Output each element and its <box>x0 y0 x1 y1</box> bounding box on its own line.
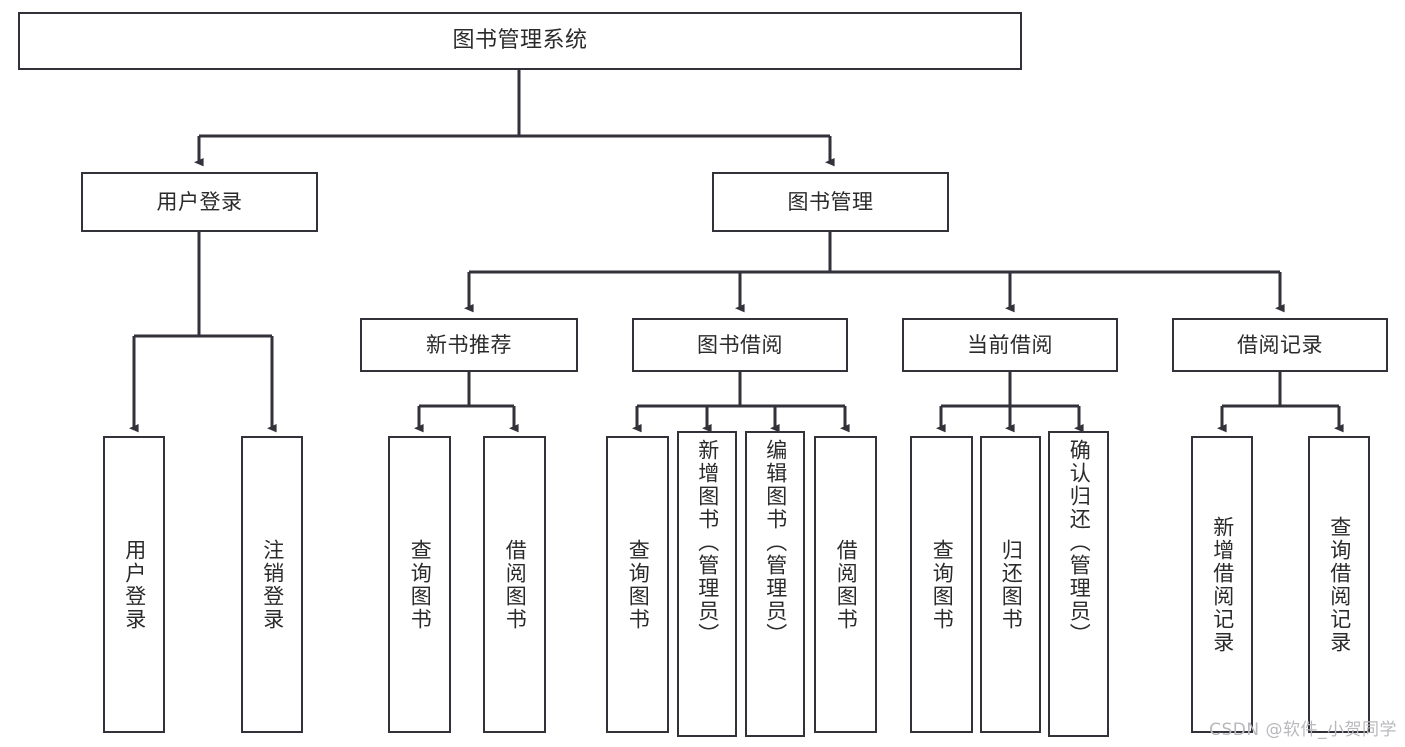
node-leaf-edit-book-admin[interactable]: 编辑图书（管理员） <box>745 431 805 737</box>
node-leaf-confirm-return-admin-label: 确认归还（管理员） <box>1067 439 1092 646</box>
node-leaf-user-login-label: 用户登录 <box>122 538 147 631</box>
node-user-login-label: 用户登录 <box>156 189 243 214</box>
node-new-book-recommend-label: 新书推荐 <box>426 332 512 357</box>
node-leaf-logout[interactable]: 注销登录 <box>241 436 303 733</box>
node-borrow-record-label: 借阅记录 <box>1237 332 1323 357</box>
node-leaf-query-book-recommend-label: 查询图书 <box>408 538 433 631</box>
node-leaf-edit-book-admin-label: 编辑图书（管理员） <box>763 439 788 646</box>
node-borrow-record[interactable]: 借阅记录 <box>1172 318 1388 372</box>
node-current-borrow-label: 当前借阅 <box>967 332 1053 357</box>
node-book-management-label: 图书管理 <box>787 189 874 214</box>
node-leaf-query-borrow-record[interactable]: 查询借阅记录 <box>1308 436 1370 733</box>
node-book-borrow[interactable]: 图书借阅 <box>632 318 848 372</box>
node-leaf-query-book-borrow-label: 查询图书 <box>626 538 651 631</box>
node-leaf-borrow-book-borrow[interactable]: 借阅图书 <box>814 436 877 733</box>
node-leaf-logout-label: 注销登录 <box>260 538 285 631</box>
node-leaf-borrow-book-borrow-label: 借阅图书 <box>834 538 859 631</box>
node-book-borrow-label: 图书借阅 <box>697 332 783 357</box>
node-leaf-borrow-book-recommend-label: 借阅图书 <box>503 538 528 631</box>
node-leaf-borrow-book-recommend[interactable]: 借阅图书 <box>483 436 546 733</box>
node-leaf-add-borrow-record[interactable]: 新增借阅记录 <box>1191 436 1253 733</box>
csdn-watermark: CSDN @软件_小贺同学 <box>1209 720 1397 740</box>
node-new-book-recommend[interactable]: 新书推荐 <box>360 318 578 372</box>
node-leaf-query-book-current[interactable]: 查询图书 <box>910 436 973 733</box>
node-leaf-add-book-admin-label: 新增图书（管理员） <box>695 439 720 646</box>
node-leaf-query-book-borrow[interactable]: 查询图书 <box>606 436 669 733</box>
node-leaf-add-book-admin[interactable]: 新增图书（管理员） <box>677 431 737 737</box>
node-leaf-add-borrow-record-label: 新增借阅记录 <box>1210 515 1235 654</box>
node-book-management[interactable]: 图书管理 <box>712 172 949 232</box>
node-leaf-query-borrow-record-label: 查询借阅记录 <box>1327 515 1352 654</box>
node-root-book-management-system[interactable]: 图书管理系统 <box>18 12 1022 70</box>
node-root-label: 图书管理系统 <box>452 28 588 54</box>
node-leaf-query-book-recommend[interactable]: 查询图书 <box>388 436 451 733</box>
node-leaf-user-login[interactable]: 用户登录 <box>103 436 165 733</box>
node-user-login[interactable]: 用户登录 <box>81 172 318 232</box>
node-leaf-return-book[interactable]: 归还图书 <box>980 436 1041 733</box>
node-current-borrow[interactable]: 当前借阅 <box>902 318 1118 372</box>
node-leaf-return-book-label: 归还图书 <box>999 538 1024 631</box>
node-leaf-query-book-current-label: 查询图书 <box>930 538 955 631</box>
node-leaf-confirm-return-admin[interactable]: 确认归还（管理员） <box>1048 431 1109 737</box>
